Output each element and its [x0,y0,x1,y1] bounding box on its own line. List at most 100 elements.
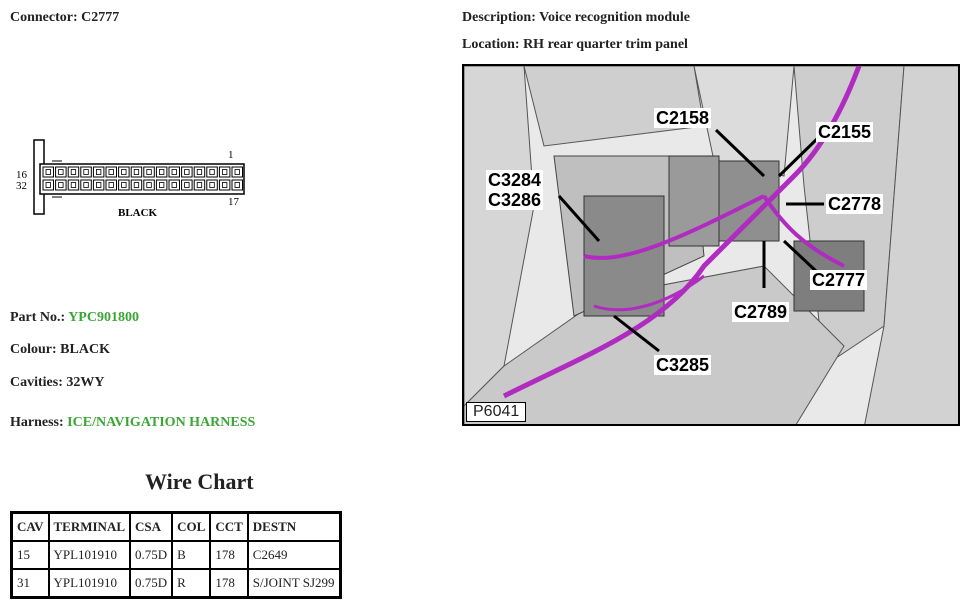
part-number-value[interactable]: YPC901800 [68,310,139,325]
location-value: RH rear quarter trim panel [523,37,688,52]
header-col: COL [171,511,212,542]
pin-row-bottom [42,179,243,191]
header-terminal: TERMINAL [47,511,132,542]
pin-cavity [231,166,243,178]
location-illustration: C2158 C2155 C3284 C3286 C2778 C2777 C278… [462,64,960,426]
pin-terminal [184,169,190,175]
pin-row-top [42,166,243,178]
callout-c2155: C2155 [816,122,874,142]
pin-cavity [118,166,130,178]
callout-c2777: C2777 [810,270,868,290]
pin-cavity [181,166,193,178]
pin-terminal [221,182,228,188]
table-row: 15 YPL101910 0.75D B 178 C2649 [10,540,342,570]
connector-label: Connector: [10,10,78,25]
pin-terminal [83,182,89,188]
location-label: Location: [462,37,520,52]
description-label: Description: [462,10,536,25]
table-header-row: CAV TERMINAL CSA COL CCT DESTN [10,511,342,542]
pin-cavity [168,166,180,178]
pin-cavity [118,179,130,191]
pin-cavity [92,179,105,191]
pin-cavity [155,166,168,178]
pin-cavity [193,166,206,178]
pin-cavity [105,166,117,178]
pin-terminal [121,182,127,188]
cell-terminal: YPL101910 [47,540,132,570]
description-field: Description: Voice recognition module [462,10,690,26]
pin-terminal [221,169,228,175]
pin-cavity [218,179,231,191]
wire-chart-title: Wire Chart [145,469,254,494]
pin-cavity [155,179,168,191]
pin-cavity [143,179,155,191]
description-value: Voice recognition module [539,10,691,25]
vehicle-interior-drawing [464,66,958,424]
pin-terminal [70,169,77,175]
pin-number-32: 32 [16,180,27,192]
colour-label: Colour: [10,342,57,357]
pin-terminal [209,169,215,175]
cell-col: B [171,540,212,570]
pin-cavity [105,179,117,191]
cavities-value: 32WY [66,375,105,390]
location-field: Location: RH rear quarter trim panel [462,37,688,53]
pin-terminal [58,169,64,175]
cell-destn: S/JOINT SJ299 [246,568,342,599]
cavities-label: Cavities: [10,375,63,390]
callout-c3285: C3285 [654,355,712,375]
pin-cavity [143,166,155,178]
pin-cavity [206,166,218,178]
pin-terminal [196,169,203,175]
pin-number-17: 17 [228,196,240,208]
cavities-field: Cavities: 32WY [10,375,105,391]
cell-cct: 178 [209,540,249,570]
pin-terminal [108,182,114,188]
pin-terminal [184,182,190,188]
pin-terminal [209,182,215,188]
cell-csa: 0.75D [129,568,174,599]
connector-face-diagram: 16 32 1 17 BLACK [16,139,245,219]
pin-cavity [206,179,218,191]
pin-terminal [108,169,114,175]
pin-terminal [58,182,64,188]
pin-terminal [234,182,240,188]
harness-label: Harness: [10,415,64,430]
pin-terminal [45,169,51,175]
pin-cavity [80,179,92,191]
callout-c2789: C2789 [732,302,790,322]
pin-terminal [196,182,203,188]
colour-value: BLACK [60,342,110,357]
pin-terminal [171,182,177,188]
pin-cavity [55,179,67,191]
cell-col: R [171,568,212,599]
pin-cavity [193,179,206,191]
header-cct: CCT [209,511,249,542]
pin-cavity [55,166,67,178]
pin-terminal [133,169,140,175]
cell-cav: 15 [10,540,50,570]
pin-cavity [67,179,80,191]
pin-cavity [67,166,80,178]
pin-cavity [80,166,92,178]
wire-chart-table: CAV TERMINAL CSA COL CCT DESTN 15 YPL101… [10,511,342,599]
pin-cavity [130,166,143,178]
pin-cavity [92,166,105,178]
cell-terminal: YPL101910 [47,568,132,599]
cell-cct: 178 [209,568,249,599]
pin-terminal [133,182,140,188]
harness-value[interactable]: ICE/NAVIGATION HARNESS [67,415,256,430]
pin-cavity [168,179,180,191]
pin-terminal [121,169,127,175]
pin-terminal [83,169,89,175]
connector-value: C2777 [81,10,120,25]
part-number-label: Part No.: [10,310,66,325]
pin-terminal [146,169,152,175]
harness-field: Harness: ICE/NAVIGATION HARNESS [10,415,255,431]
pin-terminal [158,182,165,188]
header-csa: CSA [129,511,174,542]
part-number-field: Part No.: YPC901800 [10,310,139,326]
pin-terminal [171,169,177,175]
header-cav: CAV [10,511,50,542]
pin-terminal [45,182,51,188]
